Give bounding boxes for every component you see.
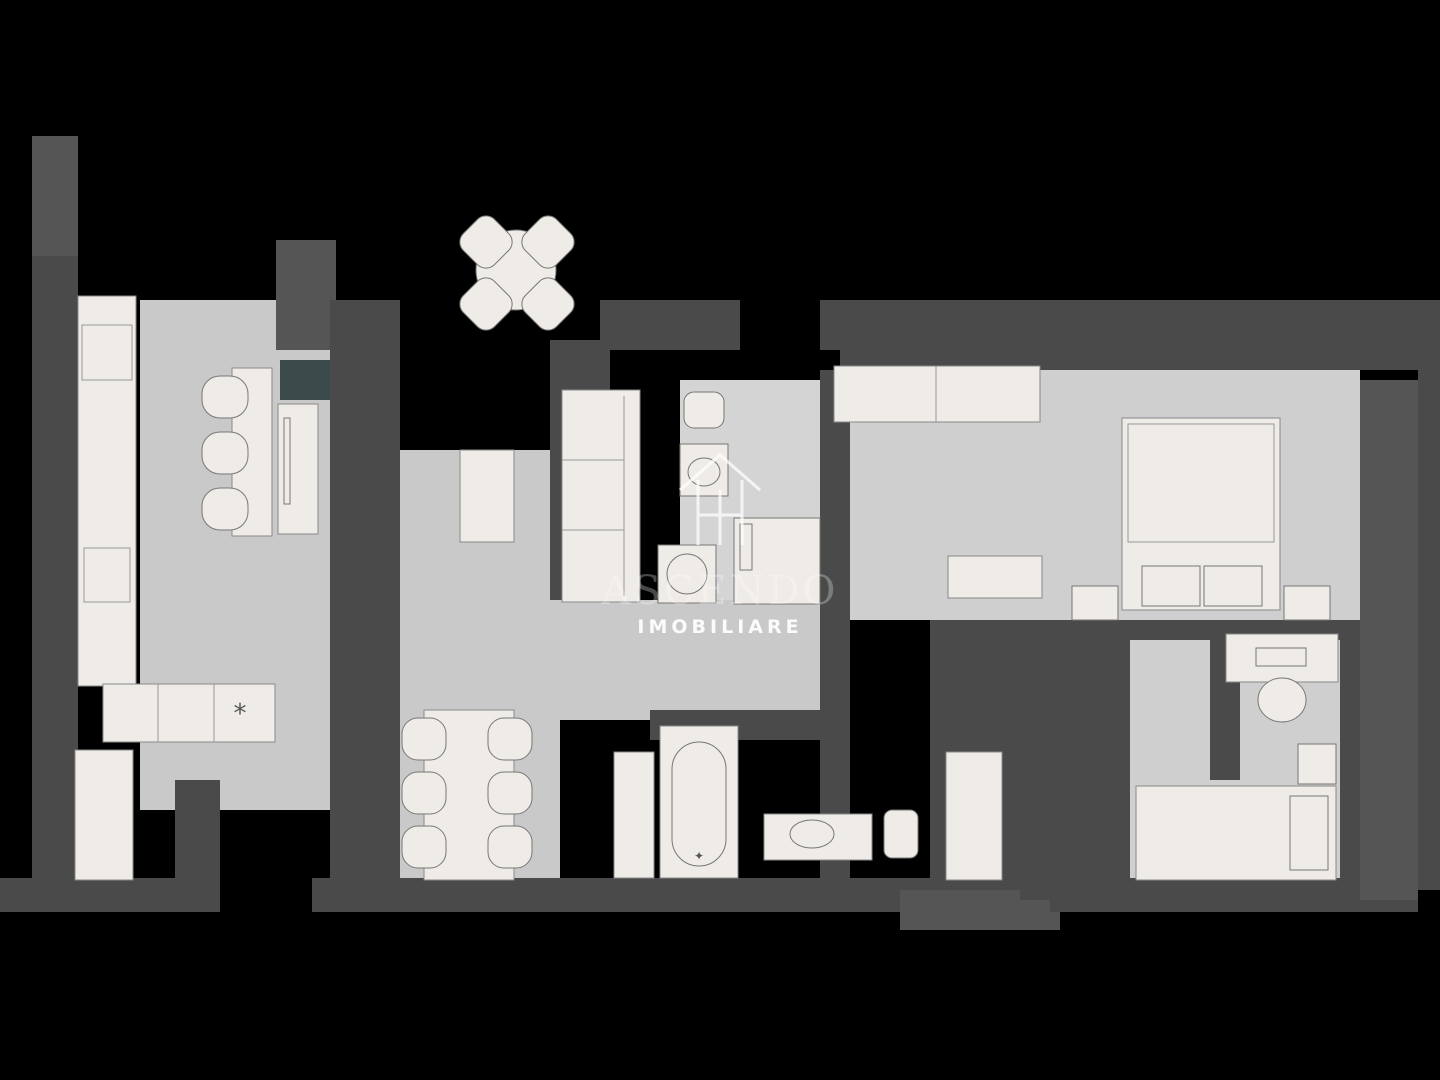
toilet bbox=[683, 391, 725, 429]
floor-hall bbox=[560, 600, 840, 720]
bar-stool bbox=[201, 431, 249, 475]
nightstand bbox=[1283, 585, 1331, 621]
washer-drum bbox=[666, 553, 708, 595]
chair bbox=[459, 277, 513, 331]
desk bbox=[947, 555, 1043, 599]
dining-chair bbox=[401, 717, 447, 761]
wall-top-bedroom bbox=[840, 300, 1420, 370]
shower bbox=[733, 517, 821, 605]
diamond-icon: ✦ bbox=[694, 849, 704, 863]
balcony-dining bbox=[459, 215, 575, 331]
walls bbox=[0, 136, 1440, 930]
ensuite-toilet bbox=[1257, 677, 1307, 723]
bath-toilet bbox=[883, 809, 919, 859]
dining-chair bbox=[401, 771, 447, 815]
single-bed-pillow bbox=[1289, 795, 1329, 871]
living-area bbox=[401, 389, 641, 881]
bath-vanity bbox=[763, 813, 873, 861]
bed-duvet bbox=[1127, 423, 1275, 543]
wall-bedroom-split bbox=[1020, 620, 1130, 900]
shower-drain bbox=[739, 523, 753, 571]
wc-area bbox=[657, 391, 821, 605]
ensuite bbox=[1135, 633, 1339, 881]
wall-left-top bbox=[32, 136, 78, 256]
bathtub bbox=[659, 725, 739, 879]
bar-stools bbox=[201, 375, 249, 531]
bar-stool bbox=[201, 487, 249, 531]
pillow bbox=[1203, 565, 1263, 607]
bath-cabinet bbox=[613, 751, 655, 879]
tv-cabinet bbox=[459, 449, 515, 543]
window-gap bbox=[740, 300, 820, 355]
pillow bbox=[1141, 565, 1201, 607]
kitchen: * bbox=[74, 295, 319, 881]
bar-stool bbox=[201, 375, 249, 419]
dining-chair bbox=[487, 825, 533, 869]
kitchen-sink bbox=[83, 547, 131, 603]
wall-right bbox=[1418, 300, 1440, 890]
chair bbox=[521, 277, 575, 331]
bedroom bbox=[833, 365, 1331, 621]
dining-chair bbox=[401, 825, 447, 869]
wall-bottom-left bbox=[0, 878, 220, 912]
wall-column-dark bbox=[280, 360, 332, 400]
wall-kitchen-right bbox=[330, 300, 400, 880]
dining-chair bbox=[487, 771, 533, 815]
ensuite-cabinet bbox=[1297, 743, 1337, 785]
dining-chair bbox=[487, 717, 533, 761]
kitchen-counter-corner bbox=[102, 683, 276, 743]
ensuite-basin bbox=[1255, 647, 1307, 667]
fridge bbox=[74, 749, 134, 881]
bathtub-basin bbox=[671, 741, 727, 867]
wall-window-right bbox=[1360, 380, 1418, 900]
dining-chairs bbox=[401, 717, 533, 869]
single-bed bbox=[1135, 785, 1337, 881]
kitchen-shelf bbox=[277, 403, 319, 535]
kitchen-counter-long bbox=[77, 295, 137, 687]
wall-left bbox=[32, 136, 78, 880]
chair bbox=[521, 215, 575, 269]
wall-column-top bbox=[276, 240, 336, 350]
washing-machine bbox=[657, 544, 717, 604]
wardrobe bbox=[945, 751, 1003, 881]
bathroom: ✦ bbox=[613, 725, 1003, 881]
wc-sink bbox=[679, 443, 729, 497]
bedroom-wardrobe bbox=[833, 365, 1041, 423]
bath-basin bbox=[789, 819, 835, 849]
sofa bbox=[561, 389, 641, 603]
chair bbox=[459, 215, 513, 269]
shelf-handle bbox=[283, 417, 291, 505]
kitchen-sink-upper bbox=[81, 324, 133, 381]
nightstand bbox=[1071, 585, 1119, 621]
asterisk-icon: * bbox=[234, 699, 247, 729]
wall-fridge-side bbox=[175, 780, 220, 880]
ensuite-vanity bbox=[1225, 633, 1339, 683]
